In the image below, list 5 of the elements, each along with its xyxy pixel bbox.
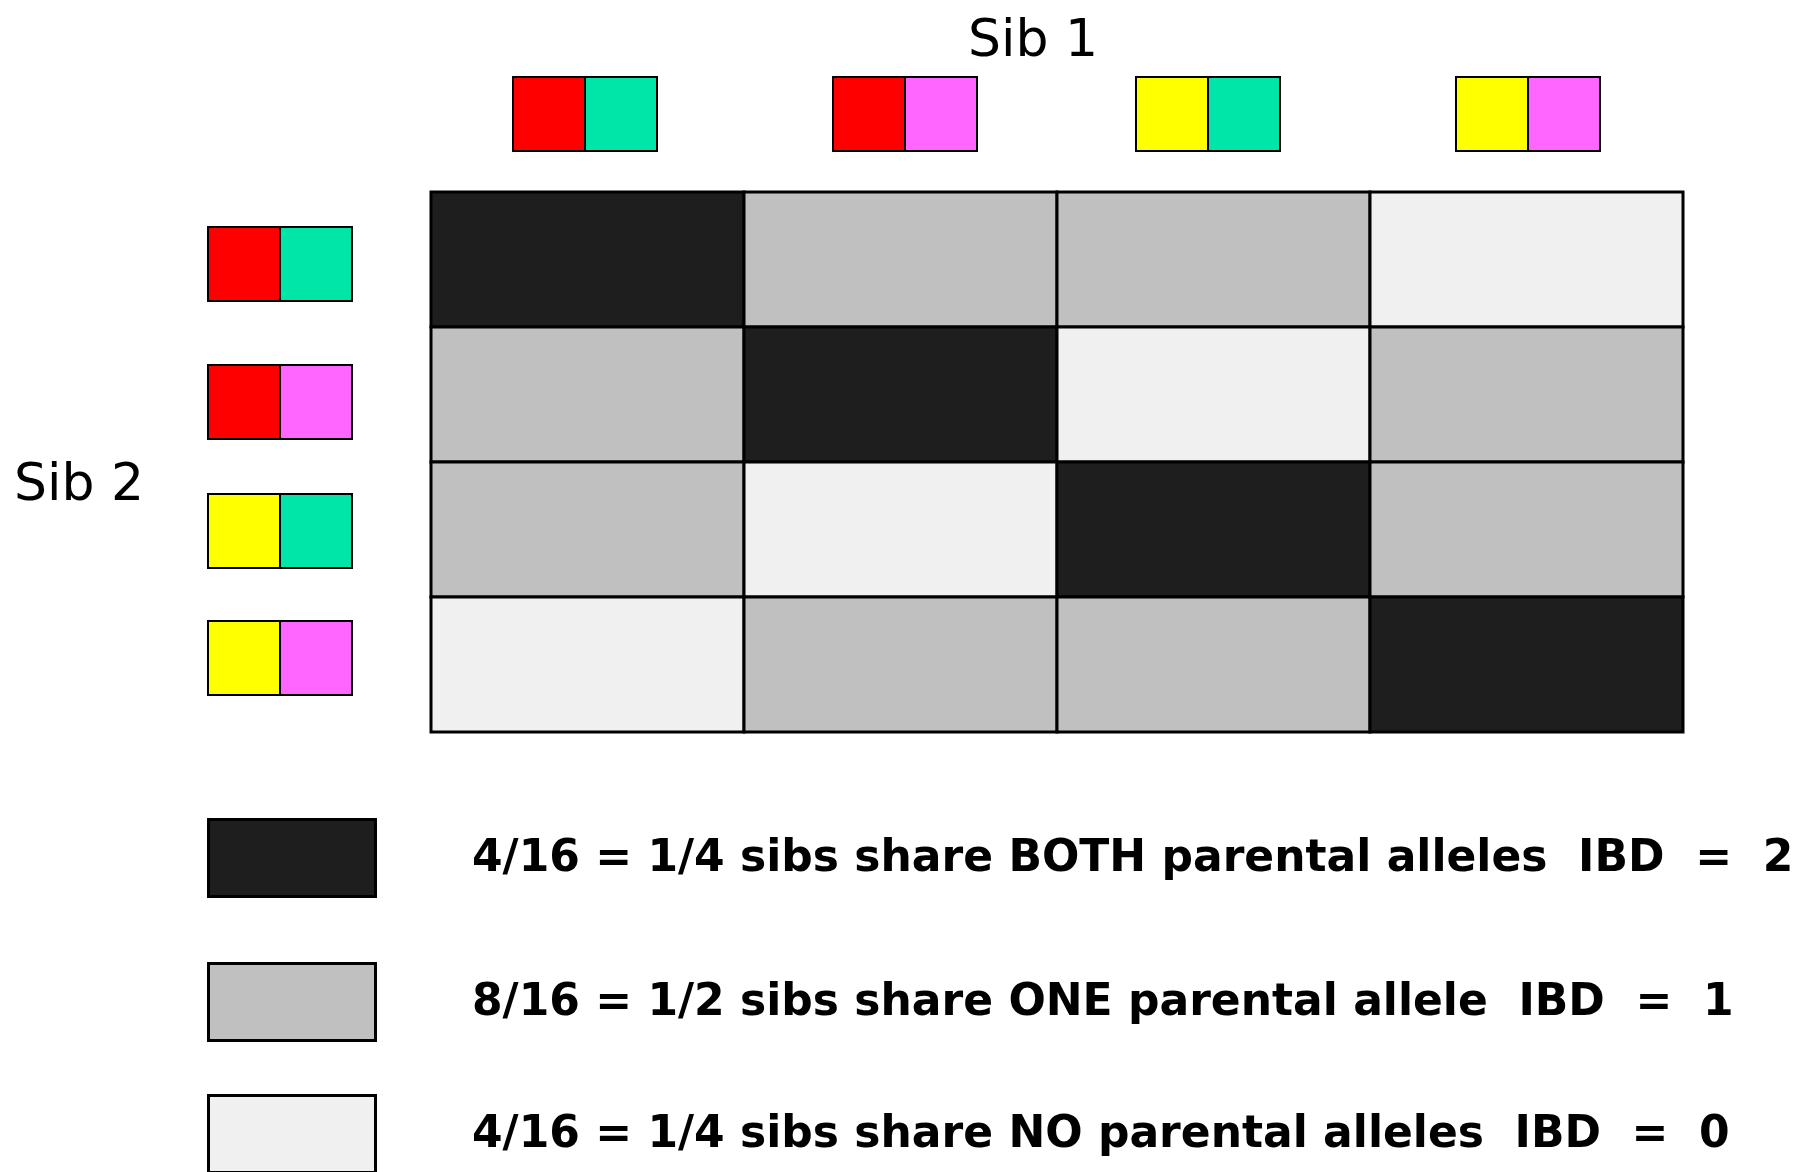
column-heading: Sib 1 <box>968 12 1099 64</box>
legend-text: 8/16 = 1/2 sibs share ONE parental allele IBD = 1 <box>472 978 1734 1022</box>
legend-text: 4/16 = 1/4 sibs share BOTH parental alleles IBD = 2 <box>472 834 1794 878</box>
row-heading: Sib 2 <box>14 456 145 508</box>
legend-text: 4/16 = 1/4 sibs share NO parental alleles IBD = 0 <box>472 1110 1730 1154</box>
